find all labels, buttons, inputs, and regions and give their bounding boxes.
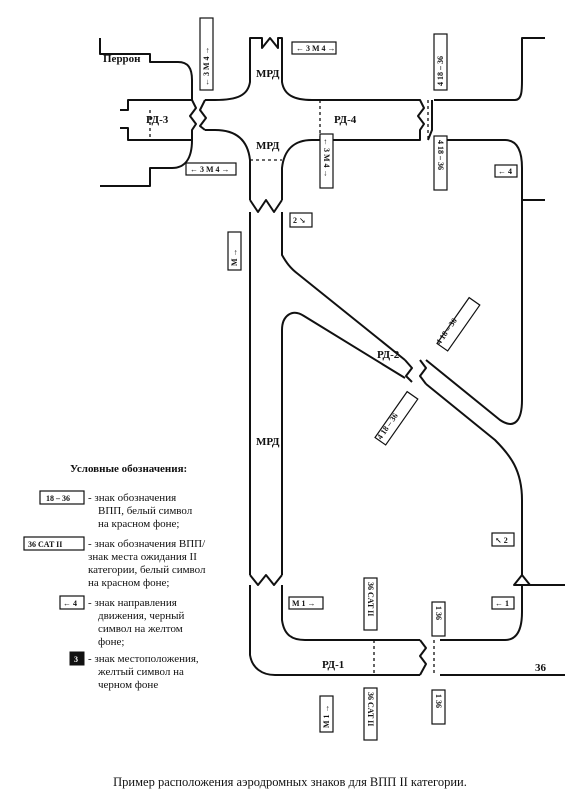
sign-left-dir: ← 3 M 4 → xyxy=(185,162,237,176)
svg-text:M 1 →: M 1 → xyxy=(322,704,331,728)
svg-text:фоне;: фоне; xyxy=(98,636,124,648)
legend-sign-36-cat2 xyxy=(23,536,85,551)
sign-vertical-top-left: ← 3 M 4 → xyxy=(199,17,214,91)
label-mrd-mid: МРД xyxy=(256,140,280,152)
figure-caption: Пример расположения аэродромных знаков д… xyxy=(113,775,467,789)
svg-text:1 36: 1 36 xyxy=(434,694,443,708)
legend-sign-loc xyxy=(69,651,85,666)
svg-text:M →: M → xyxy=(230,248,239,266)
svg-text:3: 3 xyxy=(74,655,78,664)
svg-text:- знак местоположения,: - знак местоположения, xyxy=(88,653,199,665)
label-rd3: РД-3 xyxy=(146,114,169,126)
legend-title: Условные обозначения: xyxy=(70,463,187,475)
svg-text:← 3 M 4 →: ← 3 M 4 → xyxy=(296,44,336,53)
taxiway-rd1 xyxy=(249,574,565,676)
sign-36-cat2-bottom: 36 CAT II xyxy=(363,687,378,741)
sign-m1: M 1 → xyxy=(288,596,324,610)
sign-1-36-upper: 1 36 xyxy=(431,601,446,637)
legend: Условные обозначения: 18 – 36 - знак обо… xyxy=(23,463,206,691)
svg-text:18 – 36: 18 – 36 xyxy=(46,494,70,503)
svg-text:← 1: ← 1 xyxy=(495,599,509,608)
svg-text:36 CAT II: 36 CAT II xyxy=(366,692,375,726)
svg-text:- знак обозначения: - знак обозначения xyxy=(88,492,176,504)
sign-rd4-vertical: ← 3 M 4 → xyxy=(319,133,334,189)
svg-text:36 CAT II: 36 CAT II xyxy=(28,540,62,549)
sign-arrow-1: ← 1 xyxy=(491,596,515,610)
svg-text:категории, белый символ: категории, белый символ xyxy=(88,564,206,576)
svg-text:1 36: 1 36 xyxy=(434,606,443,620)
svg-text:- знак обозначения ВПП/: - знак обозначения ВПП/ xyxy=(88,538,206,550)
svg-text:← 4: ← 4 xyxy=(498,167,512,176)
sign-rd2-18-36-lower: 4 18 – 36 xyxy=(374,390,419,446)
svg-text:← 3 M 4 →: ← 3 M 4 → xyxy=(202,46,211,86)
label-perron: Перрон xyxy=(103,53,141,65)
svg-text:2 ↘: 2 ↘ xyxy=(293,216,306,225)
svg-text:на красном фоне;: на красном фоне; xyxy=(88,577,169,589)
svg-text:4 18 – 36: 4 18 – 36 xyxy=(436,56,445,86)
svg-text:← 3 M 4 →: ← 3 M 4 → xyxy=(190,165,230,174)
sign-36-cat2-upper: 36 CAT II xyxy=(363,577,378,631)
sign-2-lower: ↖ 2 xyxy=(491,532,515,547)
svg-text:символ на желтом: символ на желтом xyxy=(98,623,183,635)
legend-sign-dir xyxy=(59,595,85,610)
svg-text:на красном фоне;: на красном фоне; xyxy=(98,518,179,530)
sign-mid-right-18-36: 4 18 – 36 xyxy=(433,135,448,191)
taxiway-rd4 xyxy=(199,37,545,201)
svg-text:черном фоне: черном фоне xyxy=(98,679,158,691)
svg-text:36 CAT II: 36 CAT II xyxy=(366,582,375,616)
label-runway-end: 36 xyxy=(535,662,547,674)
label-mrd-lower: МРД xyxy=(256,436,280,448)
taxiway-mrd-rd2 xyxy=(249,199,523,575)
svg-text:↖ 2: ↖ 2 xyxy=(495,536,508,545)
label-rd1: РД-1 xyxy=(322,659,344,671)
label-rd4: РД-4 xyxy=(334,114,357,126)
apron-area xyxy=(99,38,197,187)
legend-sign-18-36 xyxy=(39,490,85,505)
label-mrd-top: МРД xyxy=(256,68,280,80)
sign-2-diag: 2 ↘ xyxy=(289,212,313,228)
svg-text:← 4: ← 4 xyxy=(63,599,77,608)
sign-1-36-bottom: 1 36 xyxy=(431,689,446,725)
svg-text:← 3 M 4 →: ← 3 M 4 → xyxy=(322,138,331,178)
sign-arrow-4: ← 4 xyxy=(494,164,518,178)
sign-m-vertical: M → xyxy=(227,231,242,271)
svg-text:4 18 – 36: 4 18 – 36 xyxy=(436,140,445,170)
label-rd2: РД-2 xyxy=(377,349,400,361)
sign-m1-bottom: M 1 → xyxy=(319,695,334,733)
sign-top-mrd: ← 3 M 4 → xyxy=(291,41,337,55)
svg-text:знак места ожидания II: знак места ожидания II xyxy=(88,551,197,563)
svg-text:движения, черный: движения, черный xyxy=(98,610,185,622)
svg-text:желтый символ на: желтый символ на xyxy=(97,666,184,678)
sign-top-right-18-36: 4 18 – 36 xyxy=(433,33,448,91)
svg-text:M 1 →: M 1 → xyxy=(292,599,316,608)
sign-rd2-18-36-upper: 4 18 – 36 xyxy=(434,296,481,352)
svg-text:ВПП, белый символ: ВПП, белый символ xyxy=(98,505,193,517)
svg-text:- знак направления: - знак направления xyxy=(88,597,177,609)
